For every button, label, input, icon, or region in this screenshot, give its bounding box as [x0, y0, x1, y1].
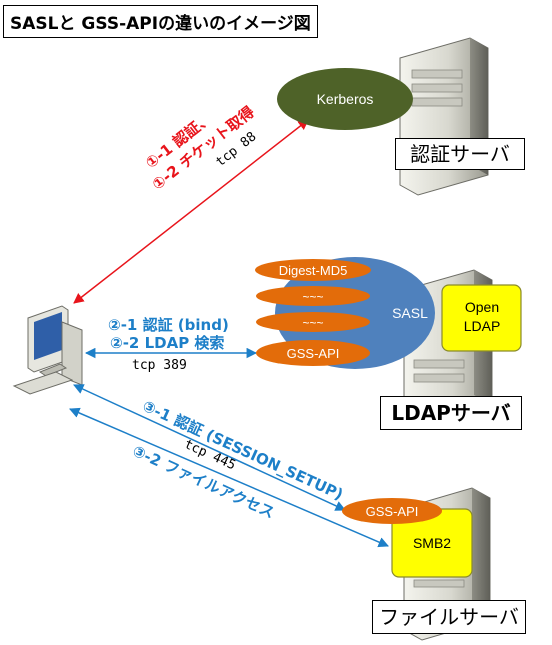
gss-api-file-label: GSS-API [366, 504, 419, 519]
mechanism-placeholder-2-label: ~~~ [302, 316, 323, 330]
client-pc-icon [12, 305, 83, 395]
ldap-tcp-port: tcp 389 [132, 358, 187, 373]
gss-api-ldap-mechanism [256, 340, 370, 366]
ldap-step2-label: ②-2 LDAP 検索 [110, 334, 225, 352]
digest-md5-label: Digest-MD5 [279, 263, 348, 278]
gss-api-ldap-label: GSS-API [287, 346, 340, 361]
file-access-arrow [69, 407, 389, 548]
openldap-label-line2: LDAP [464, 318, 501, 334]
sasl-label: SASL [392, 305, 428, 321]
auth-server-label: 認証サーバ [395, 138, 525, 170]
auth-server-icon [399, 37, 489, 196]
gss-api-file-mechanism [342, 498, 442, 524]
ldap-server-label: LDAPサーバ [380, 396, 522, 430]
mechanism-placeholder-2 [256, 312, 370, 332]
smb2-label: SMB2 [413, 535, 451, 551]
kerberos-label: Kerberos [317, 91, 374, 107]
mechanism-placeholder-1-label: ~~~ [302, 290, 323, 304]
kerberos-node [277, 68, 413, 130]
openldap-box [441, 284, 522, 352]
mechanism-placeholder-1 [256, 286, 370, 306]
openldap-label-line1: Open [465, 299, 499, 315]
kerberos-connection-arrow [73, 119, 309, 304]
ldap-step1-label: ②-1 認証 (bind) [108, 316, 229, 334]
file-server-label: ファイルサーバ [372, 600, 526, 634]
diagram-title: SASLと GSS-APIの違いのイメージ図 [3, 5, 318, 38]
digest-md5-mechanism [255, 259, 371, 281]
